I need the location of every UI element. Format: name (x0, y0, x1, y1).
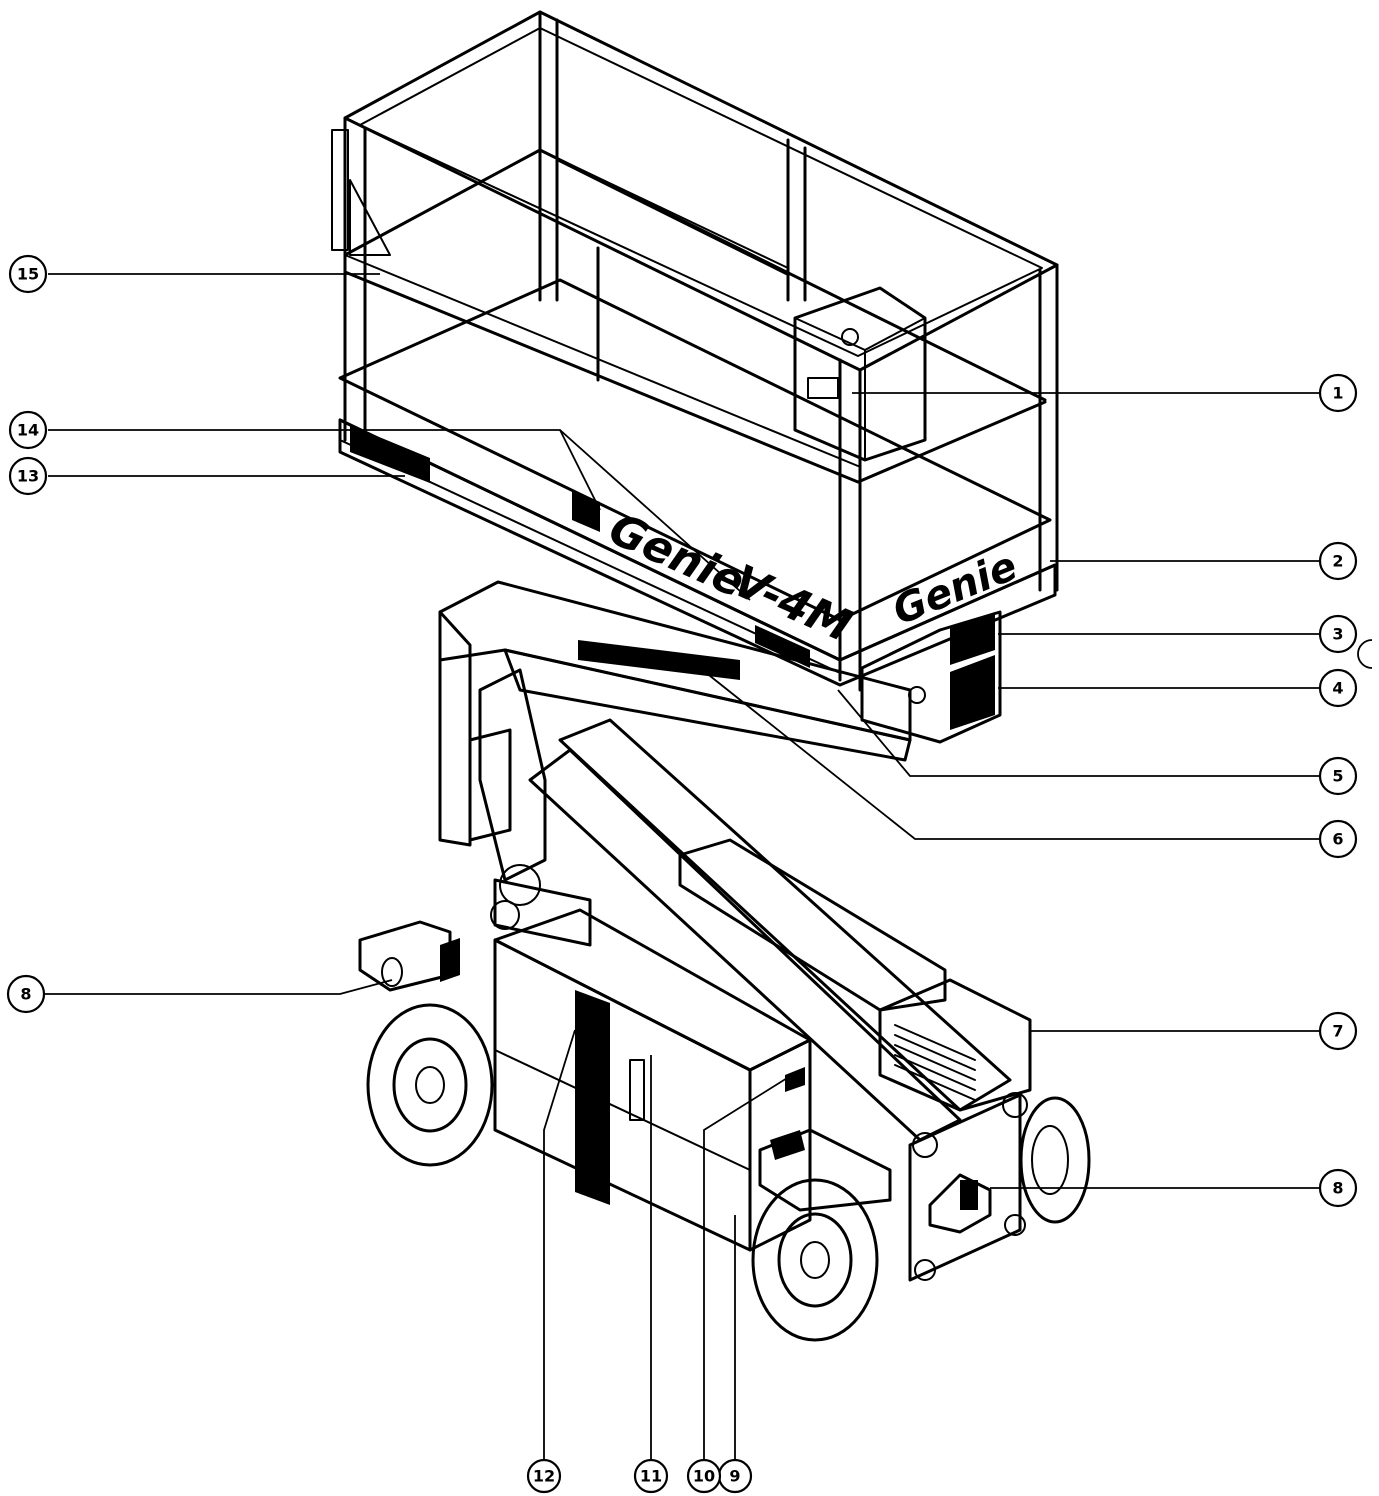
callout-1-label: 1 (1332, 384, 1343, 403)
callout-10: 10 (686, 1458, 722, 1494)
callout-15: 15 (8, 254, 48, 294)
callout-3: 3 (1318, 614, 1358, 654)
callout-14-label: 14 (17, 421, 39, 440)
jib-and-platform-rotator (438, 580, 1002, 847)
boom-arms (468, 668, 1012, 1142)
callout-8-right: 8 (1318, 1168, 1358, 1208)
callout-2-label: 2 (1332, 552, 1343, 571)
callout-15-label: 15 (17, 265, 39, 284)
wheel-front-right (1019, 1096, 1091, 1224)
callout-12-label: 12 (533, 1467, 555, 1486)
callout-3-label: 3 (1332, 625, 1343, 644)
callout-7: 7 (1318, 1011, 1358, 1051)
leader-lines (42, 273, 1373, 1472)
wheels (366, 1003, 1091, 1342)
platform-control-box (793, 286, 927, 462)
callout-9-label: 9 (729, 1467, 740, 1486)
callout-1: 1 (1318, 373, 1358, 413)
callout-4: 4 (1318, 668, 1358, 708)
wheel-front-left (751, 1178, 879, 1342)
callouts: 1 2 3 4 5 6 7 8 (6, 254, 1358, 1494)
callout-5-label: 5 (1332, 767, 1343, 786)
callout-8-left-label: 8 (20, 985, 31, 1004)
callout-12: 12 (526, 1458, 562, 1494)
platform-deck: Genie V-4M Genie (338, 278, 1057, 687)
callout-8-right-label: 8 (1332, 1179, 1343, 1198)
platform-guardrails (331, 10, 1059, 692)
cooling-vents (894, 1024, 976, 1101)
callout-11: 11 (633, 1458, 669, 1494)
callout-10-label: 10 (693, 1467, 715, 1486)
chassis (358, 838, 1032, 1282)
callout-8-left: 8 (6, 974, 46, 1014)
platform-end-brand-decal: Genie (887, 543, 1024, 634)
callout-7-label: 7 (1332, 1022, 1343, 1041)
callout-13-label: 13 (17, 467, 39, 486)
callout-4-label: 4 (1332, 679, 1343, 698)
wheel-rear-left (366, 1003, 494, 1167)
callout-9: 9 (717, 1458, 753, 1494)
callout-14: 14 (8, 410, 48, 450)
callout-13: 13 (8, 456, 48, 496)
callout-6-label: 6 (1332, 830, 1343, 849)
callout-6: 6 (1318, 819, 1358, 859)
callout-5: 5 (1318, 756, 1358, 796)
callout-11-label: 11 (640, 1467, 662, 1486)
callout-2: 2 (1318, 541, 1358, 581)
